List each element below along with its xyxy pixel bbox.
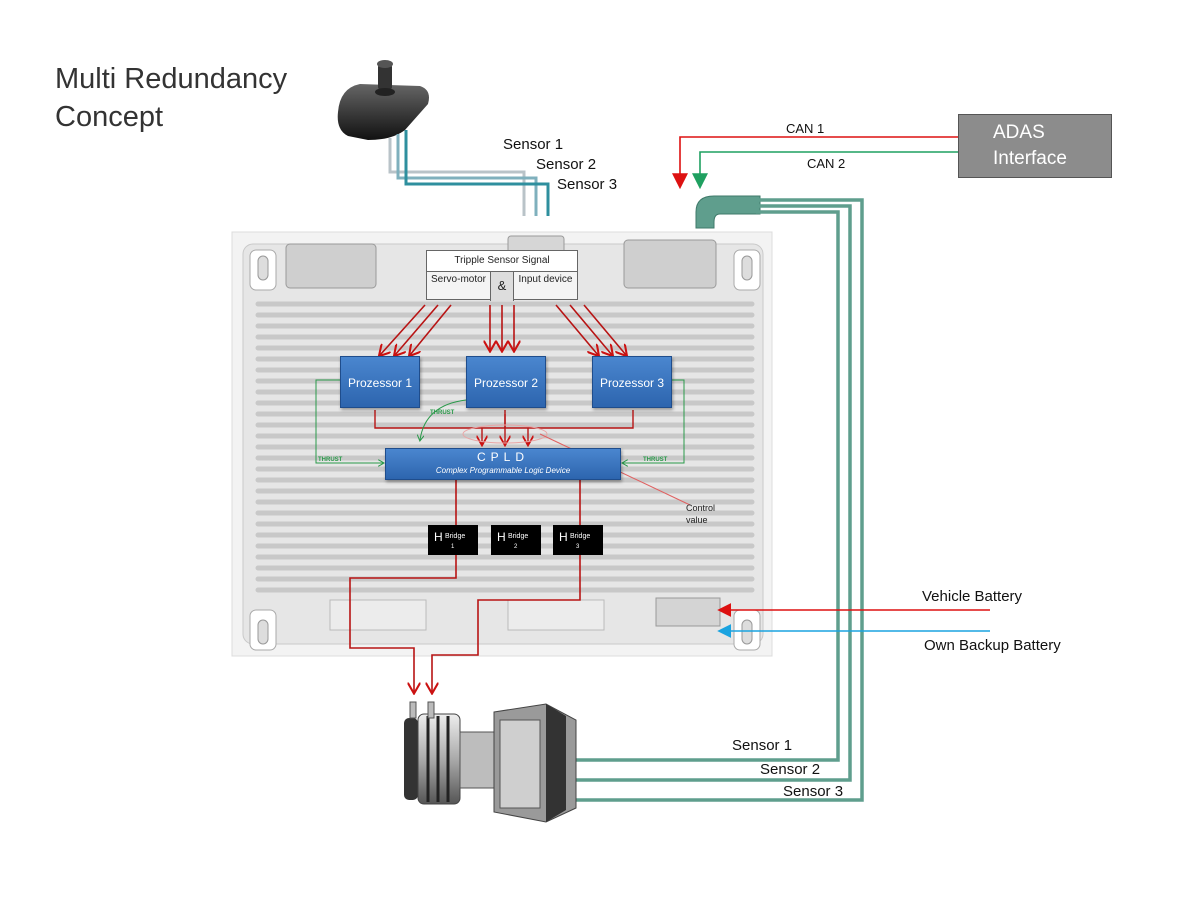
top-sensor-2-label: Sensor 2 (536, 156, 597, 173)
h-bridge-1: H Bridge 1 (428, 525, 478, 555)
thrust-lines (315, 379, 685, 463)
motor-sensor-cables (575, 198, 864, 802)
can2-label: CAN 2 (807, 156, 846, 171)
processor-2-box: Prozessor 2 (466, 356, 546, 408)
top-sensor-1-label: Sensor 1 (503, 136, 564, 153)
page-title: Multi Redundancy Concept (55, 63, 288, 133)
can1-label: CAN 1 (786, 121, 825, 136)
h-bridge-3-num: 3 (576, 544, 580, 550)
adas-line2: Interface (993, 148, 1067, 169)
input-device-label: Input device (518, 274, 573, 285)
cable-connector-elbow (695, 195, 761, 229)
sensor-to-processor-arrows (380, 304, 626, 355)
h-bridge-1-h: H (434, 530, 443, 544)
h-bridge-2-h: H (497, 530, 506, 544)
h-bridge-2: H Bridge 2 (491, 525, 541, 555)
motor-sensor-2-label: Sensor 2 (760, 761, 821, 778)
processor-3-box: Prozessor 3 (592, 356, 672, 408)
h-bridge-3: H Bridge 3 (553, 525, 603, 555)
h-bridge-1-num: 1 (451, 544, 455, 550)
can1-line (672, 136, 958, 190)
cpld-subtitle: Complex Programmable Logic Device (435, 466, 571, 475)
top-sensor-3-label: Sensor 3 (557, 176, 618, 193)
thrust-label-center: THRUST (430, 410, 455, 416)
h-bridge-3-h: H (559, 530, 568, 544)
adas-interface-box: ADAS Interface (958, 114, 1112, 178)
can2-line (692, 151, 958, 190)
adas-line1: ADAS (993, 122, 1045, 143)
servo-motor-label: Servo-motor (430, 274, 486, 285)
h-bridge-3-word: Bridge (570, 533, 591, 540)
control-value-label: Control value (686, 503, 716, 525)
servo-motor-icon (404, 701, 577, 823)
motor-sensor-3-label: Sensor 3 (783, 783, 844, 800)
cpld-box: CPLD Complex Programmable Logic Device (385, 448, 621, 480)
cpld-to-hbridge-lines (455, 480, 581, 525)
processor-1-box: Prozessor 1 (340, 356, 420, 408)
thrust-label-left: THRUST (318, 457, 343, 463)
cpld-title: CPLD (476, 450, 529, 464)
tripple-sensor-signal-block: Tripple Sensor Signal Servo-motor & Inpu… (426, 250, 578, 301)
hbridge-to-motor-lines (349, 555, 581, 692)
and-symbol: & (490, 272, 514, 301)
h-bridge-2-num: 2 (514, 544, 518, 550)
thrust-label-right: THRUST (643, 457, 668, 463)
h-bridge-2-word: Bridge (508, 533, 529, 540)
vehicle-battery-label: Vehicle Battery (922, 588, 1023, 605)
top-sensor-cables (388, 130, 550, 216)
joystick-device-icon (337, 60, 429, 140)
h-bridge-1-word: Bridge (445, 533, 466, 540)
backup-battery-label: Own Backup Battery (924, 637, 1061, 654)
motor-sensor-1-label: Sensor 1 (732, 737, 793, 754)
tripple-sensor-title: Tripple Sensor Signal (427, 251, 577, 272)
